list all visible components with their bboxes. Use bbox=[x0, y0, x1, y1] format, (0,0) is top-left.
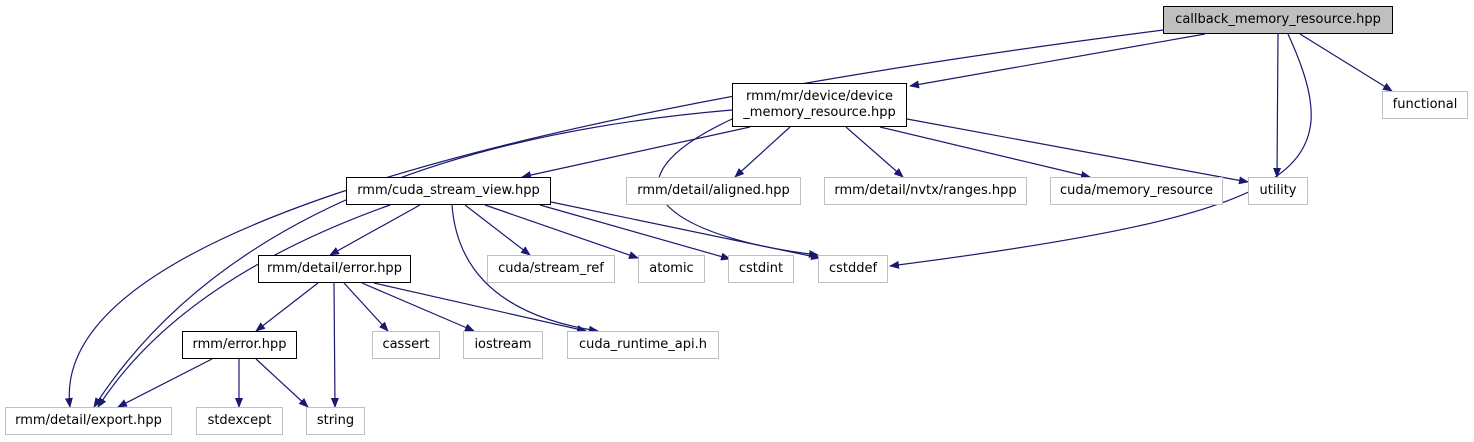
node-functional: functional bbox=[1382, 91, 1468, 119]
edge-err-to-string bbox=[330, 282, 339, 408]
edge-err-to-cuda_rt bbox=[373, 282, 587, 333]
edge-rerr-to-string bbox=[255, 358, 309, 408]
edge-root-to-utility bbox=[1273, 33, 1282, 178]
edge-csv-to-cuda_rt bbox=[451, 204, 599, 334]
node-memres: cuda/memory_resource bbox=[1050, 177, 1223, 205]
edge-err-to-rerr bbox=[255, 282, 319, 332]
edge-dev-to-export bbox=[93, 109, 733, 408]
edge-dev-to-aligned bbox=[734, 126, 791, 178]
edge-csv-to-err bbox=[329, 204, 421, 256]
edge-root-to-dev bbox=[909, 33, 1206, 89]
edge-csv-to-cstddef bbox=[550, 201, 821, 261]
node-cassert: cassert bbox=[372, 331, 440, 359]
node-atomic: atomic bbox=[638, 255, 705, 283]
node-utility: utility bbox=[1248, 177, 1308, 205]
node-cuda_rt: cuda_runtime_api.h bbox=[567, 331, 719, 359]
node-iostream: iostream bbox=[463, 331, 543, 359]
edge-dev-to-csv bbox=[521, 126, 751, 179]
node-csv[interactable]: rmm/cuda_stream_view.hpp bbox=[346, 177, 551, 205]
node-dev[interactable]: rmm/mr/device/device _memory_resource.hp… bbox=[732, 83, 907, 127]
node-cstdint: cstdint bbox=[728, 255, 794, 283]
graph-edges bbox=[64, 24, 1393, 408]
edge-rerr-to-export bbox=[117, 358, 213, 408]
node-err[interactable]: rmm/detail/error.hpp bbox=[258, 255, 411, 283]
node-string: string bbox=[306, 407, 365, 435]
edge-root-to-export bbox=[64, 24, 1204, 408]
edge-root-to-functional bbox=[1299, 33, 1393, 92]
edge-dev-to-nvtx bbox=[845, 126, 904, 178]
node-root[interactable]: callback_memory_resource.hpp bbox=[1163, 6, 1393, 34]
node-export: rmm/detail/export.hpp bbox=[5, 407, 172, 435]
edge-dev-to-utility bbox=[906, 118, 1249, 185]
node-aligned: rmm/detail/aligned.hpp bbox=[626, 177, 801, 205]
node-cstddef: cstddef bbox=[818, 255, 888, 283]
node-rerr[interactable]: rmm/error.hpp bbox=[182, 331, 297, 359]
edge-dev-to-memres bbox=[879, 126, 1091, 179]
edge-err-to-iostream bbox=[361, 282, 475, 332]
edge-csv-to-cstdint bbox=[539, 204, 731, 261]
node-stdexcept: stdexcept bbox=[196, 407, 283, 435]
node-nvtx: rmm/detail/nvtx/ranges.hpp bbox=[824, 177, 1027, 205]
edge-csv-to-streamref bbox=[464, 204, 531, 256]
edge-csv-to-export bbox=[97, 204, 391, 408]
edge-csv-to-atomic bbox=[484, 204, 639, 259]
node-streamref: cuda/stream_ref bbox=[487, 255, 615, 283]
edge-err-to-cassert bbox=[343, 282, 389, 332]
